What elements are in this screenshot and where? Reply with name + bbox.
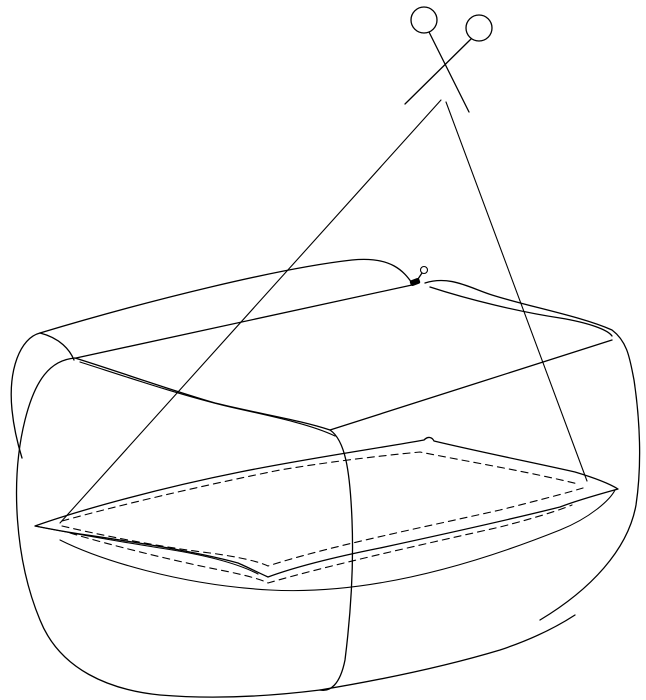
back-roll-end-fold [40,333,74,360]
dashed-seam [62,452,583,583]
inner-pad-outline [35,437,618,577]
seam-front-upper [62,488,583,566]
seam-back [62,452,578,521]
scissors-blade-left [429,32,469,112]
scissors-icon [405,7,492,112]
front-cushion-top-ridge [80,362,335,436]
back-roll-left-end [11,333,40,458]
cut-line-right [446,102,587,481]
front-cushion-bottom-edge [320,615,575,690]
zipper-slider [409,277,420,286]
front-cushion-left-panel [17,358,320,697]
cut-guide-lines [60,100,587,523]
pillow-body [17,358,615,697]
back-roll-opening-seam [76,285,412,358]
back-roll-inner-edge [330,340,612,430]
front-cushion-lower-contour [60,490,615,591]
back-roll [11,259,639,620]
zipper-pull-ring [421,267,428,274]
inner-pad [35,437,618,577]
front-cushion-right-panel [75,358,353,690]
scissors-handle-left [411,7,437,33]
back-roll-top-edge [40,259,412,333]
back-roll-right-ridge [430,287,612,336]
scissors-handle-right [466,15,492,41]
inner-pad-front-lip [35,526,258,574]
